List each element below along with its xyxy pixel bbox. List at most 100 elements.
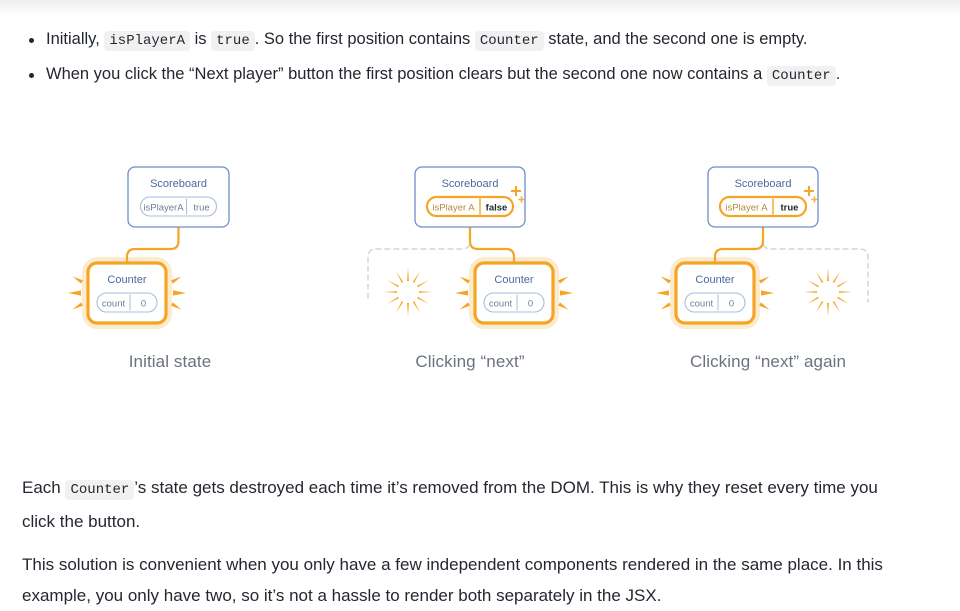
sparkle-plus bbox=[803, 185, 815, 197]
state-key: count bbox=[690, 299, 714, 310]
starburst-ray bbox=[396, 301, 404, 313]
starburst-ray bbox=[384, 291, 398, 293]
starburst-ray bbox=[827, 302, 829, 316]
node-title: Scoreboard bbox=[735, 178, 792, 190]
connector-solid bbox=[468, 225, 516, 265]
connector-dashed bbox=[762, 226, 869, 303]
bullet-list: Initially, isPlayerA is true. So the fir… bbox=[22, 24, 922, 92]
connector-dashed bbox=[367, 226, 471, 301]
node-glow bbox=[82, 257, 172, 329]
starburst-ray bbox=[412, 271, 420, 283]
bullet-0-text-6: state, and the second one is empty. bbox=[543, 30, 808, 48]
sparkle-plus bbox=[518, 196, 525, 203]
starburst-ray bbox=[816, 271, 824, 283]
highlight-ray bbox=[173, 290, 186, 296]
node-glow bbox=[469, 257, 559, 329]
highlight-rays-left bbox=[68, 276, 186, 310]
highlight-ray bbox=[459, 276, 470, 284]
list-item: When you click the “Next player” button … bbox=[22, 59, 922, 92]
starburst-ray bbox=[838, 291, 852, 293]
starburst-ray bbox=[387, 280, 399, 288]
starburst-ray bbox=[417, 280, 429, 288]
highlight-ray bbox=[761, 290, 774, 296]
state-key: count bbox=[102, 299, 126, 310]
bullet-0-code-1: isPlayerA bbox=[104, 31, 191, 51]
sparkle-scoreboard bbox=[803, 185, 818, 203]
state-key: count bbox=[489, 299, 513, 310]
sparkle-plus bbox=[510, 185, 522, 197]
bullet-1-text-2: . bbox=[835, 65, 841, 83]
highlight-ray bbox=[656, 290, 669, 296]
diagram-caption: Initial state bbox=[128, 352, 212, 371]
starburst-ray bbox=[417, 296, 429, 304]
highlight-ray bbox=[171, 276, 182, 284]
diagram-caption: Clicking “next” again bbox=[689, 352, 847, 371]
state-pill bbox=[96, 292, 158, 313]
starburst-ray bbox=[837, 296, 849, 304]
starburst-ray bbox=[418, 291, 432, 293]
sparkle-scoreboard bbox=[510, 185, 525, 203]
starburst-ray bbox=[396, 271, 404, 283]
state-pill bbox=[718, 195, 808, 218]
state-pill bbox=[483, 292, 545, 313]
node-counter-right: Counter count 0 bbox=[469, 257, 559, 329]
bullet-1-code-1: Counter bbox=[766, 66, 836, 86]
starburst-ray bbox=[832, 271, 840, 283]
state-key: isPlayer A bbox=[432, 203, 475, 214]
state-value: 0 bbox=[729, 299, 734, 310]
node-title: Counter bbox=[107, 274, 146, 286]
highlight-rays-left bbox=[656, 276, 774, 310]
highlight-ray bbox=[459, 302, 470, 310]
highlight-ray bbox=[660, 302, 671, 310]
sparkle-plus bbox=[811, 196, 818, 203]
bullet-0-code-3: true bbox=[211, 31, 255, 51]
highlight-ray bbox=[558, 302, 569, 310]
paragraph-destroyed-text-0: Each bbox=[22, 478, 66, 497]
starburst-ray bbox=[412, 301, 420, 313]
highlight-ray bbox=[455, 290, 468, 296]
list-item: Initially, isPlayerA is true. So the fir… bbox=[22, 24, 922, 57]
state-pill bbox=[139, 196, 218, 217]
highlight-ray bbox=[759, 276, 770, 284]
paragraph-convenient: This solution is convenient when you onl… bbox=[22, 549, 912, 611]
highlight-ray bbox=[660, 276, 671, 284]
starburst-ray bbox=[387, 296, 399, 304]
node-title: Scoreboard bbox=[442, 178, 499, 190]
connector-solid bbox=[713, 225, 765, 265]
highlight-ray bbox=[68, 290, 81, 296]
diagram-caption: Clicking “next” bbox=[415, 352, 525, 371]
node-title: Counter bbox=[494, 274, 533, 286]
bullet-0-code-5: Counter bbox=[474, 31, 544, 51]
state-key: isPlayerA bbox=[143, 203, 184, 214]
starburst-ray bbox=[807, 280, 819, 288]
highlight-ray bbox=[558, 276, 569, 284]
state-value: false bbox=[486, 203, 508, 214]
highlight-ray bbox=[560, 290, 573, 296]
state-key: isPlayer A bbox=[725, 203, 768, 214]
starburst-ray bbox=[804, 291, 818, 293]
paragraph-destroyed-text-2: ’s state gets destroyed each time it’s r… bbox=[22, 478, 878, 531]
bullet-0-text-2: is bbox=[190, 30, 212, 48]
connector-solid bbox=[125, 225, 180, 265]
highlight-ray bbox=[759, 302, 770, 310]
header-fade-overlay bbox=[0, 0, 960, 16]
state-value: 0 bbox=[528, 299, 533, 310]
starburst-ray bbox=[407, 302, 409, 316]
bullet-0-text-4: . So the first position contains bbox=[254, 30, 475, 48]
starburst-ray bbox=[807, 296, 819, 304]
paragraph-convenient-text-0: This solution is convenient when you onl… bbox=[22, 555, 883, 605]
node-title: Scoreboard bbox=[150, 178, 207, 190]
paragraph-destroyed: Each Counter’s state gets destroyed each… bbox=[22, 472, 912, 537]
state-pill bbox=[684, 292, 746, 313]
state-pill bbox=[425, 195, 515, 218]
